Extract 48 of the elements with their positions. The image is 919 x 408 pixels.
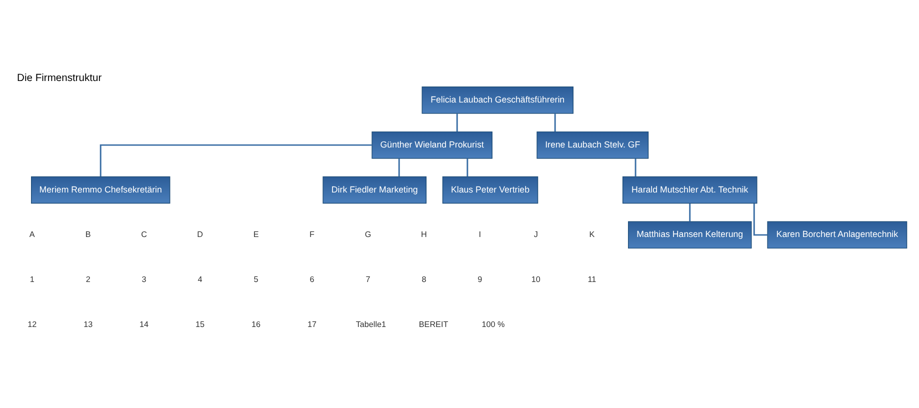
label: 12 — [28, 320, 37, 329]
node-box: Matthias Hansen Kelterung — [628, 221, 752, 249]
label: F — [310, 230, 314, 239]
label: H — [421, 230, 427, 239]
label: D — [197, 230, 203, 239]
label: E — [253, 230, 259, 239]
node-box: Dirk Fiedler Marketing — [322, 176, 427, 204]
node-box: Felicia Laubach Geschäftsführerin — [422, 86, 574, 114]
label: 7 — [366, 274, 370, 284]
label: K — [589, 230, 595, 239]
connector — [100, 144, 372, 177]
label: I — [478, 230, 482, 239]
connector — [634, 158, 636, 177]
node-box: Meriem Remmo Chefsekretärin — [31, 176, 170, 204]
connector — [398, 158, 400, 177]
connector — [554, 114, 556, 132]
label: G — [364, 230, 372, 239]
label: 1 — [30, 274, 34, 284]
label: 16 — [252, 320, 261, 329]
label: BEREIT — [418, 320, 448, 329]
label: 11 — [588, 274, 596, 284]
label: 2 — [86, 274, 90, 284]
node-box: Harald Mutschler Abt. Technik — [622, 176, 758, 204]
label: 100 % — [482, 320, 505, 329]
connector — [689, 203, 691, 222]
label: 9 — [478, 274, 482, 284]
connector — [456, 114, 458, 132]
label: 17 — [307, 320, 317, 329]
label: 10 — [531, 274, 540, 284]
label: 14 — [140, 320, 149, 329]
label: C — [141, 230, 147, 239]
label: 6 — [310, 274, 314, 284]
connector — [466, 158, 468, 177]
node-box: Klaus Peter Vertrieb — [442, 176, 538, 204]
label: Tabelle1 — [356, 320, 386, 329]
node-box: Karen Borchert Anlagentechnik — [767, 221, 908, 249]
label: 13 — [84, 320, 93, 329]
diagram-title: Die Firmenstruktur — [17, 73, 102, 84]
label: 3 — [142, 274, 146, 284]
label: A — [29, 230, 35, 239]
label: 4 — [198, 274, 202, 284]
label: 8 — [422, 274, 426, 284]
label: B — [85, 230, 91, 239]
label: J — [534, 230, 538, 239]
label: 5 — [254, 274, 258, 284]
node-box: Günther Wieland Prokurist — [372, 131, 492, 159]
label: 15 — [196, 320, 205, 329]
node-box: Irene Laubach Stelv. GF — [536, 131, 649, 159]
